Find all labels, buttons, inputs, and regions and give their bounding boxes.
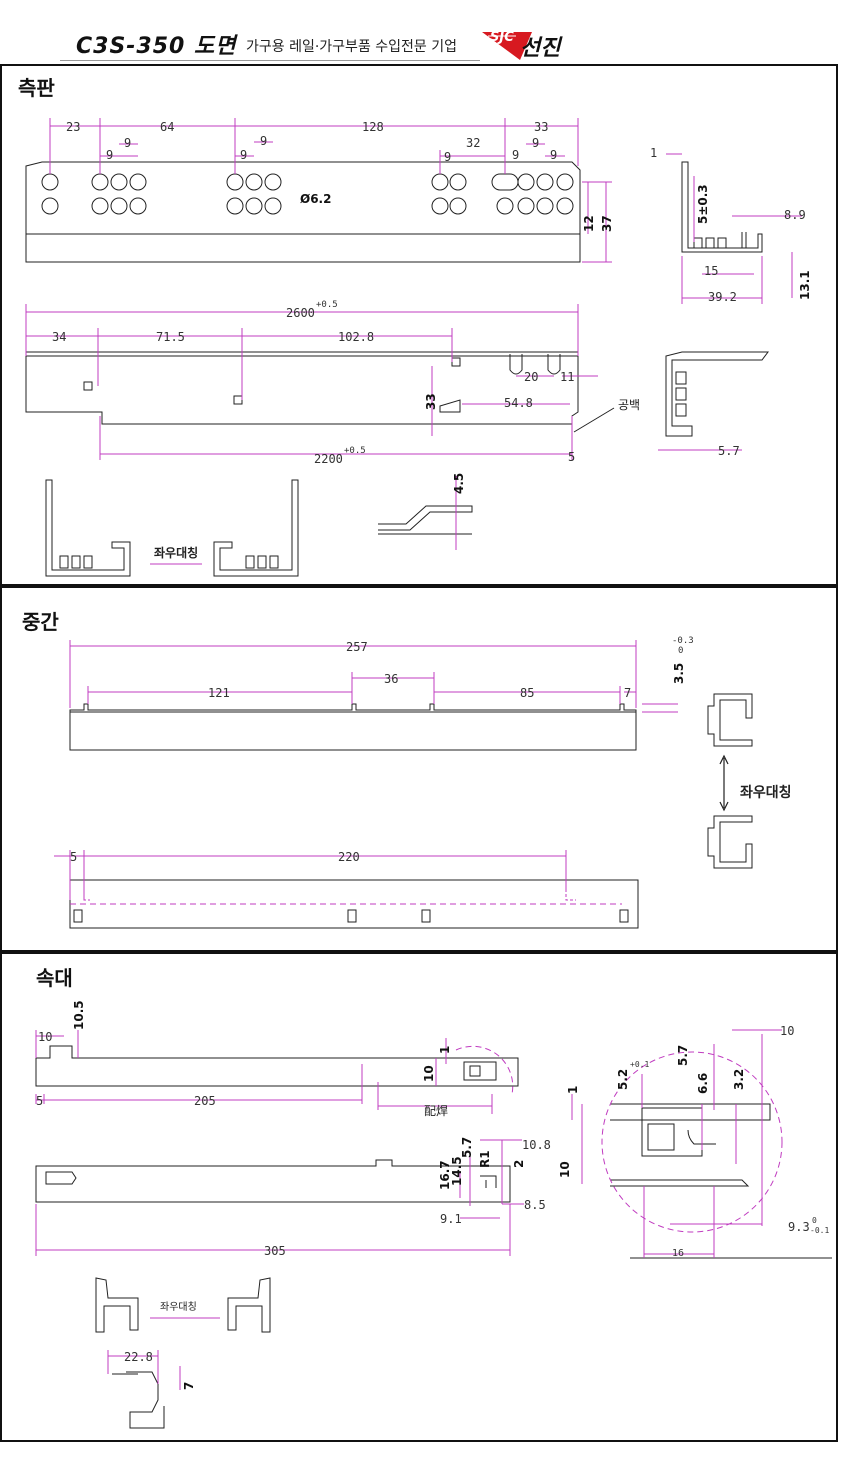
dim-20: 20 [524, 370, 539, 384]
dim-102-8: 102.8 [338, 330, 375, 344]
brand-name: 선진 [520, 36, 561, 61]
dim-10-b: 10 [422, 1065, 436, 1082]
symmetry-note: 좌우대칭 [154, 546, 199, 560]
company-tagline: 가구용 레일·가구부품 수입전문 기업 [246, 39, 457, 55]
brand-logo-icon [482, 32, 532, 60]
detail-dim-10-top: 10 [780, 1024, 795, 1038]
detail-dim-16: 16 [672, 1248, 685, 1259]
profile-dim-8-9: 8.9 [784, 208, 806, 222]
dim-8-5: 8.5 [524, 1198, 546, 1212]
detail-dim-1: 1 [566, 1085, 580, 1094]
tol-2600: +0.5 [316, 300, 338, 310]
detail-dim-5-2: 5.2 [616, 1068, 630, 1090]
dim-9-a: 9 [106, 148, 114, 162]
dim-14-5: 14.5 [450, 1156, 464, 1186]
logo-text: SJC [490, 30, 514, 45]
detail-dim-6-6: 6.6 [696, 1072, 710, 1094]
dim-11: 11 [560, 370, 575, 384]
dim-5: 5 [70, 850, 78, 864]
middle-rail-panel: 중간 257 [0, 586, 838, 952]
dim-9-c: 9 [240, 148, 248, 162]
detail-tol-9-3-a: 0 [812, 1216, 817, 1225]
dim-5-7: 5.7 [718, 444, 740, 458]
dim-5: 5 [36, 1094, 44, 1108]
profile-dim-5: 5±0.3 [696, 184, 710, 224]
tol-lower: -0.3 [672, 636, 694, 646]
dim-7: 7 [624, 686, 632, 700]
dim-37: 37 [600, 215, 614, 232]
model-title: C3S-350 도면 [76, 34, 237, 59]
dim-9-e: 9 [444, 150, 452, 164]
dim-9-d: 9 [260, 134, 268, 148]
dim-2600: 2600 [286, 306, 315, 320]
dim-4-5: 4.5 [452, 472, 466, 494]
dim-32: 32 [466, 136, 481, 150]
header-underline [60, 60, 480, 61]
middle-rail-drawing [54, 640, 753, 929]
dim-9-h: 9 [550, 148, 558, 162]
inner-rail-panel: 속대 [0, 952, 838, 1442]
dim-2: 2 [512, 1159, 526, 1168]
dim-2200: 2200 [314, 452, 343, 466]
profile-dim-39-2: 39.2 [708, 290, 737, 304]
detail-dim-5-7: 5.7 [676, 1044, 690, 1066]
profile-dim-1: 1 [650, 146, 658, 160]
dim-9-1: 9.1 [440, 1212, 462, 1226]
profile-dim-13-1: 13.1 [798, 270, 812, 300]
dim-23: 23 [66, 120, 81, 134]
dim-9-f: 9 [512, 148, 520, 162]
detail-tol-9-3-b: -0.1 [810, 1226, 830, 1235]
hole-diameter: Ø6.2 [300, 192, 332, 206]
dim-33: 33 [534, 120, 549, 134]
thickness-3-5: 3.5 [672, 662, 686, 684]
dim-33-b: 33 [424, 393, 438, 410]
detail-dim-3-2: 3.2 [732, 1068, 746, 1090]
dim-10-5: 10.5 [72, 1000, 86, 1030]
dim-34: 34 [52, 330, 67, 344]
dim-r1: R1 [478, 1150, 492, 1168]
dim-305: 305 [264, 1244, 286, 1258]
inner-rail-drawing [35, 1029, 832, 1429]
dim-10-8: 10.8 [522, 1138, 551, 1152]
inner-rail-title: 속대 [36, 966, 73, 990]
dim-9-b: 9 [124, 136, 132, 150]
symmetry-note-inner: 좌우대칭 [160, 1302, 197, 1313]
symmetry-note-middle: 좌우대칭 [740, 785, 792, 801]
detail-tol-5-2: +0.1 [630, 1060, 650, 1069]
dim-7: 7 [182, 1381, 196, 1390]
dim-257: 257 [346, 640, 368, 654]
side-plate-drawing [25, 118, 802, 577]
dim-5-7: 5.7 [460, 1136, 474, 1158]
dim-1: 1 [438, 1045, 452, 1054]
dim-36: 36 [384, 672, 399, 686]
dim-205: 205 [194, 1094, 216, 1108]
detail-dim-10: 10 [558, 1161, 572, 1178]
detail-dim-9-3: 9.3 [788, 1220, 810, 1234]
profile-dim-15: 15 [704, 264, 719, 278]
dim-85: 85 [520, 686, 535, 700]
gap-note: 공백 [618, 398, 641, 412]
dim-121: 121 [208, 686, 230, 700]
dim-220: 220 [338, 850, 360, 864]
dim-54-8: 54.8 [504, 396, 533, 410]
tol-2200: +0.5 [344, 446, 366, 456]
dim-71-5: 71.5 [156, 330, 185, 344]
middle-rail-title: 중간 [22, 610, 59, 634]
weld-note: 配焊 [424, 1104, 449, 1118]
dim-64: 64 [160, 120, 175, 134]
tol-upper: 0 [678, 646, 684, 656]
dim-128: 128 [362, 120, 384, 134]
dim-22-8: 22.8 [124, 1350, 153, 1364]
side-plate-title: 측판 [18, 76, 55, 100]
header: C3S-350 도면 가구용 레일·가구부품 수입전문 기업 SJC 선진 [0, 0, 860, 64]
dim-5: 5 [568, 450, 576, 464]
dim-12: 12 [582, 215, 596, 232]
dim-10: 10 [38, 1030, 53, 1044]
side-plate-panel: 측판 [0, 64, 838, 586]
dim-9-g: 9 [532, 136, 540, 150]
